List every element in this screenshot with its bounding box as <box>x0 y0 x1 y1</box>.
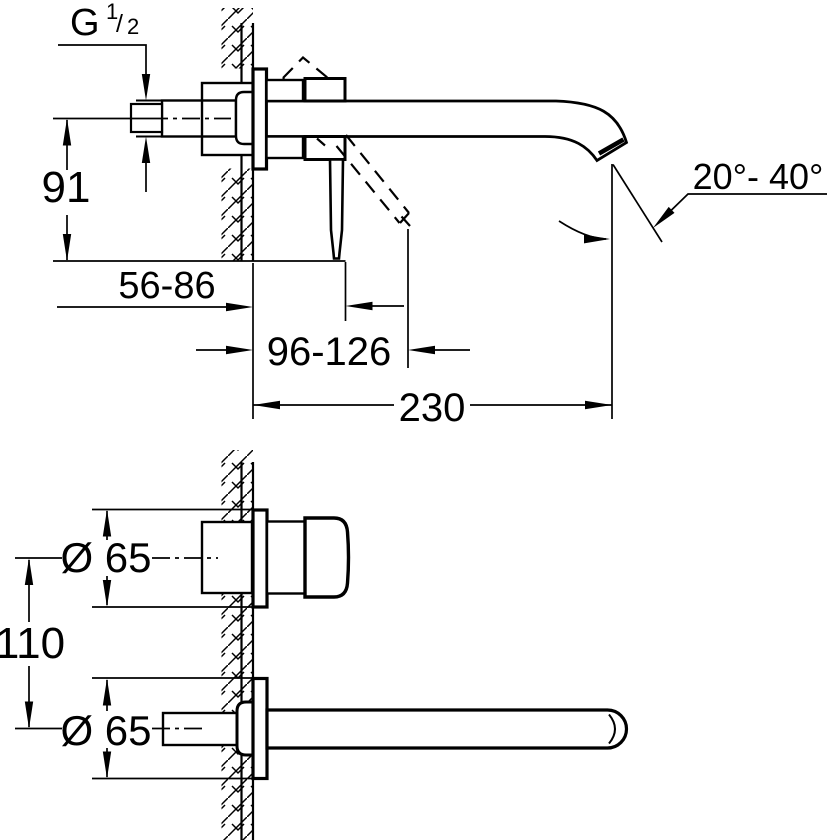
dim-spacing-110: 110 <box>0 619 65 668</box>
lever-open-cap <box>399 212 410 224</box>
dim-offset-96-126: 96-126 <box>267 330 392 374</box>
spout-connector <box>235 700 257 757</box>
dim-56-86-group: 56-86 <box>57 262 404 321</box>
nut-lower <box>303 135 347 161</box>
dim-110-group: 110 <box>0 558 65 729</box>
lever-raised-outline <box>282 56 349 96</box>
lever-open-top <box>345 134 410 214</box>
wall-hatch <box>221 450 253 840</box>
dim-offset-56-86: 56-86 <box>118 265 215 307</box>
leader-line <box>669 193 827 213</box>
arrow-down <box>24 701 34 729</box>
wall-hatch <box>221 8 253 69</box>
dim-thread-g: G <box>70 2 100 44</box>
arrow-down <box>62 234 72 261</box>
arrow-right <box>226 302 253 312</box>
arrow-down <box>102 751 112 779</box>
escutcheon-spout-side <box>251 67 269 171</box>
handle-stem <box>265 520 307 595</box>
escutcheon-spout <box>251 676 269 781</box>
spout-trim <box>15 676 629 781</box>
dim-230-group: 230 <box>252 164 613 430</box>
arrow-down <box>102 580 112 607</box>
bushing-lower <box>265 135 305 160</box>
arrow-down <box>141 74 151 101</box>
arrow-right <box>584 234 610 244</box>
stream-direction-line <box>612 164 663 243</box>
swing-arc <box>558 220 607 240</box>
arrow-right <box>226 345 253 355</box>
dim-thread-slash: / <box>116 10 123 38</box>
dim-91-group: 91 <box>42 118 346 262</box>
arrow-left <box>345 301 373 311</box>
lever-open-tip <box>400 215 411 227</box>
dim-dia-top-group: Ø 65 <box>60 508 267 608</box>
lever-handle <box>328 158 345 260</box>
handle-trim <box>15 508 351 609</box>
arrow-right <box>585 400 612 410</box>
lever-open-bottom <box>335 145 401 224</box>
bushing-upper <box>265 78 305 103</box>
dim-projection-230: 230 <box>399 386 466 430</box>
lower-view: Ø 65 Ø 65 110 <box>0 450 629 840</box>
dim-thread-num: 1 <box>106 0 118 24</box>
handle-knob <box>303 516 351 599</box>
arrow-up <box>141 136 151 163</box>
arrow-left <box>408 345 435 355</box>
wall-hatch <box>221 168 253 261</box>
wall-section-lower <box>221 450 255 840</box>
wall-section-upper <box>221 8 255 261</box>
arrow-leader <box>653 206 675 228</box>
aerator-face <box>597 137 625 156</box>
escutcheon-handle <box>251 508 269 609</box>
dim-96-126-group: 96-126 <box>196 229 470 374</box>
dim-angle-group: 20°- 40° <box>558 156 827 244</box>
dim-dia-bottom-group: Ø 65 <box>60 677 267 780</box>
dim-thread: G 1 / 2 <box>58 0 163 192</box>
dim-height-91: 91 <box>42 163 91 212</box>
spout-profile <box>265 99 629 163</box>
lever-open-dashed <box>316 134 411 227</box>
nut-upper <box>303 77 347 103</box>
spout-tube <box>265 708 629 750</box>
dim-angle-range: 20°- 40° <box>693 156 824 197</box>
dim-thread-leader <box>58 44 147 77</box>
dim-diameter-top: Ø 65 <box>60 534 151 581</box>
lever-swing-mark <box>316 137 326 147</box>
spout-tip-arc <box>608 713 616 745</box>
dim-diameter-bottom: Ø 65 <box>60 707 151 754</box>
upper-view: G 1 / 2 91 56-86 <box>42 0 827 430</box>
dim-thread-den: 2 <box>127 14 139 39</box>
cartridge-insert <box>234 90 256 146</box>
